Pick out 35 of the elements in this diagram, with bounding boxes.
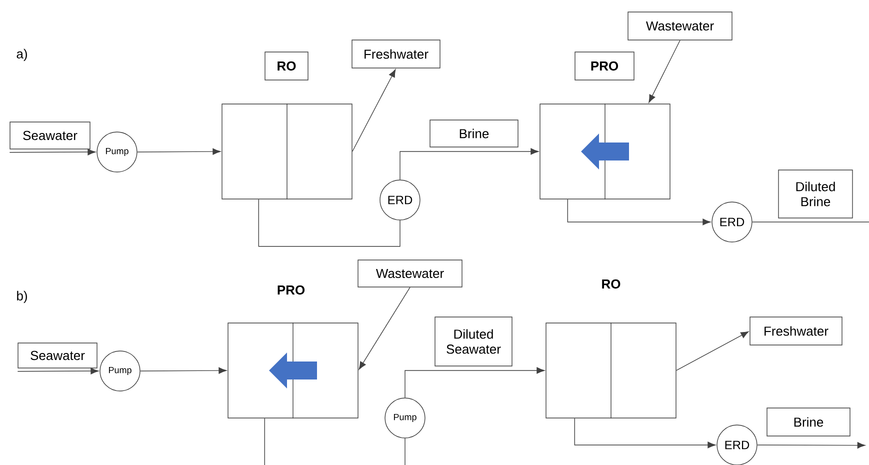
panel-label: a) xyxy=(16,48,27,62)
flow-line xyxy=(17,368,99,374)
label-box: Freshwater xyxy=(352,40,440,68)
flow-line xyxy=(648,40,680,103)
label-box: RO xyxy=(264,52,308,80)
label-box: Diluted Seawater xyxy=(434,316,512,366)
flow-line xyxy=(9,148,96,156)
module-title: PRO xyxy=(278,285,305,295)
label-box: Seawater xyxy=(18,342,98,368)
label-box: Wastewater xyxy=(628,12,732,40)
label-box: Brine xyxy=(766,408,850,436)
flow-line xyxy=(567,199,711,226)
label-box: Freshwater xyxy=(750,316,842,346)
flow-line xyxy=(574,418,716,448)
label-box: Seawater xyxy=(10,122,90,150)
flow-line xyxy=(676,331,749,371)
panel-label: b) xyxy=(17,290,27,304)
flow-line xyxy=(140,367,227,374)
membrane-module xyxy=(546,322,676,419)
label-box: PRO xyxy=(574,52,634,80)
flow-line xyxy=(400,148,539,180)
flow-line xyxy=(137,148,221,155)
flow-line xyxy=(352,69,396,152)
label-box: Diluted Brine xyxy=(778,170,853,218)
flow-line xyxy=(358,287,410,370)
label-box: Wastewater xyxy=(358,260,462,288)
flow-line xyxy=(757,442,866,449)
label-box: Brine xyxy=(430,120,518,148)
membrane-module xyxy=(540,103,670,200)
flow-line xyxy=(404,367,545,398)
membrane-module xyxy=(228,322,358,419)
module-title: RO xyxy=(602,279,620,289)
flow-line xyxy=(264,418,406,465)
flow-line xyxy=(258,199,400,247)
membrane-module xyxy=(222,103,352,200)
